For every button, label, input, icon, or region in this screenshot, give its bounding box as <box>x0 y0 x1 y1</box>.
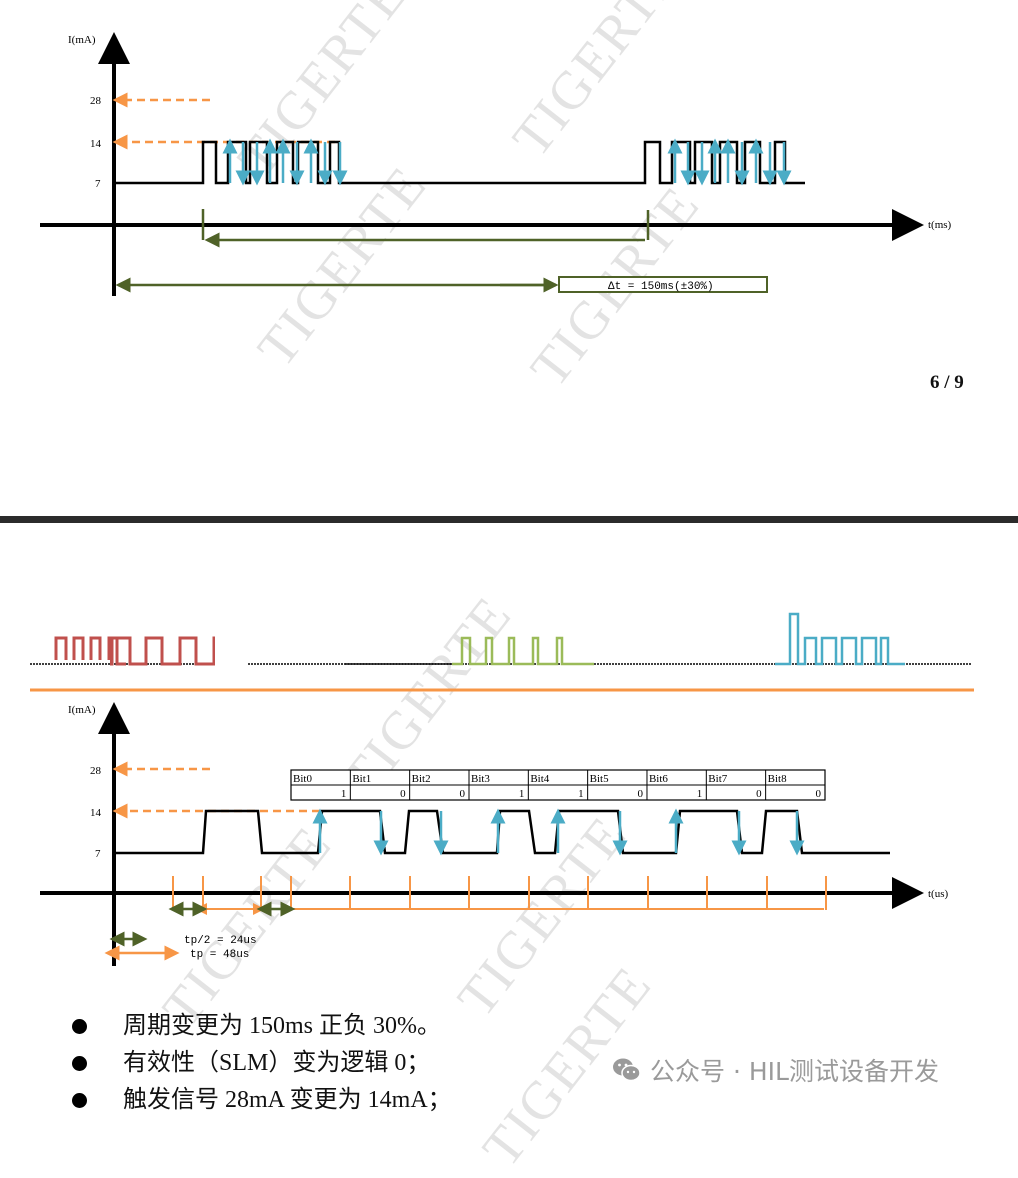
bit-value: 1 <box>697 788 703 800</box>
x-axis-label: t(us) <box>928 888 949 900</box>
bit-name: Bit7 <box>708 773 727 785</box>
bullet-item: 触发信号 28mA 变更为 14mA； <box>68 1082 452 1119</box>
bullet-list: 周期变更为 150ms 正负 30%。 有效性（SLM）变为逻辑 0； 触发信号… <box>68 1008 452 1119</box>
page-number: 6 / 9 <box>930 372 964 393</box>
signal-trace <box>116 809 890 855</box>
period-label: Δt = 150ms(±30%) <box>608 281 714 293</box>
y-tick-7: 7 <box>95 848 101 860</box>
bullet-icon <box>72 1019 87 1034</box>
page-separator <box>0 516 1018 523</box>
legend-waveforms <box>30 612 974 692</box>
bullet-icon <box>72 1056 87 1071</box>
bit-name: Bit5 <box>590 773 609 785</box>
bit-value: 0 <box>459 788 465 800</box>
legend-green-wave <box>452 636 594 666</box>
period-label-box <box>558 276 768 293</box>
y-tick-28: 28 <box>90 765 102 777</box>
bit-name: Bit6 <box>649 773 668 785</box>
bit-period-ticks <box>172 876 827 915</box>
y-axis-label: I(mA) <box>68 704 96 716</box>
bit-name: Bit2 <box>412 773 431 785</box>
bit-value: 1 <box>341 788 347 800</box>
timing-diagram-us: I(mA) t(us) 28 14 7 Bit0 1 Bit1 0 Bit2 0 Bit3 1… <box>40 702 949 966</box>
edge-arrows <box>222 138 792 186</box>
period-markers <box>115 209 650 293</box>
bit-name: Bit4 <box>530 773 549 785</box>
wechat-brand: 公众号 · HIL测试设备开发 <box>612 1052 939 1088</box>
period-label: tp = 48us <box>190 949 249 961</box>
y-tick-14: 14 <box>90 807 102 819</box>
half-period-label: tp/2 = 24us <box>184 935 257 947</box>
y-tick-7: 7 <box>95 178 101 190</box>
bit-value: 0 <box>400 788 406 800</box>
x-axis-label: t(ms) <box>928 219 952 231</box>
bullet-icon <box>72 1093 87 1108</box>
bit-value: 0 <box>637 788 643 800</box>
y-tick-14: 14 <box>90 138 102 150</box>
y-axis-label: I(mA) <box>68 34 96 46</box>
bit-value: 1 <box>578 788 584 800</box>
edge-arrows <box>312 808 805 856</box>
bit-name: Bit1 <box>352 773 371 785</box>
timing-diagram-ms: I(mA) t(ms) 28 14 7 Δt = 150ms(±30%) <box>40 32 952 296</box>
bullet-item: 有效性（SLM）变为逻辑 0； <box>68 1045 452 1082</box>
bit-name: Bit0 <box>293 773 312 785</box>
bit-name: Bit3 <box>471 773 490 785</box>
bit-name: Bit8 <box>768 773 787 785</box>
bit-table: Bit0 1 Bit1 0 Bit2 0 Bit3 1 Bit4 1 Bit5 0 Bit6 1 Bit7 0… <box>290 769 826 801</box>
wechat-icon <box>613 1058 641 1082</box>
bit-value: 1 <box>519 788 525 800</box>
bit-value: 0 <box>756 788 762 800</box>
y-tick-28: 28 <box>90 95 102 107</box>
legend-blue-wave <box>775 612 905 666</box>
bullet-item: 周期变更为 150ms 正负 30%。 <box>68 1008 452 1045</box>
bit-value: 0 <box>815 788 821 800</box>
